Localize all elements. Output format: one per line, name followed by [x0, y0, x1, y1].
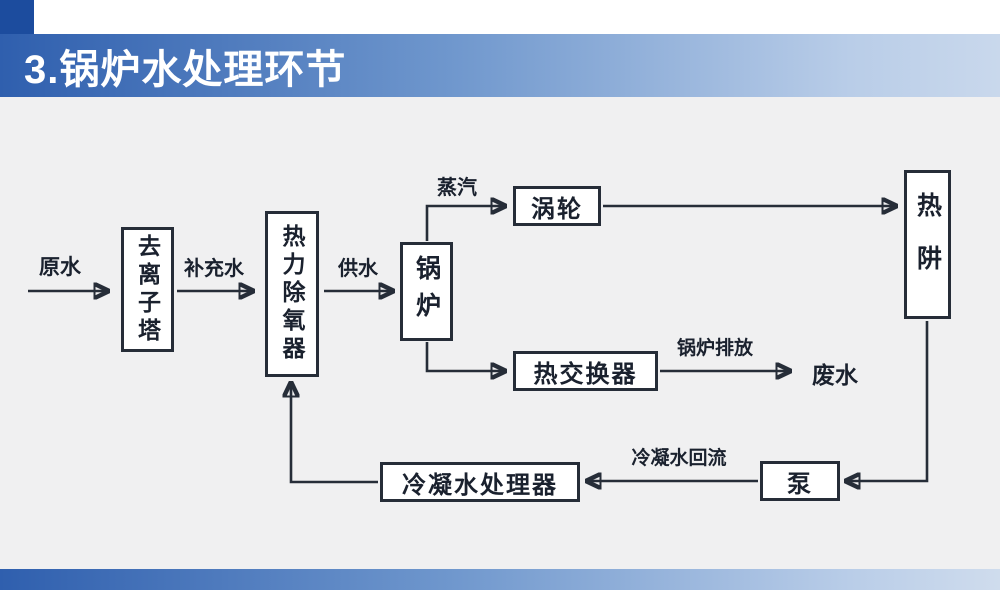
- flow-label-feed-water: 供水: [338, 258, 378, 280]
- node-heat-exchanger-label: 热交换器: [533, 360, 638, 388]
- page-title: 3.锅炉水处理环节: [24, 47, 347, 92]
- node-heat-sink: 热阱: [904, 170, 951, 319]
- node-pump-label: 泵: [787, 470, 813, 498]
- arrow-boiler-to-heat-exchanger: [425, 342, 503, 371]
- flow-label-makeup-water: 补充水: [184, 258, 244, 280]
- arrow-boiler-to-turbine-steam: [425, 206, 503, 241]
- slide-header: 3.锅炉水处理环节: [0, 34, 1000, 97]
- node-heat-sink-label: 热阱: [913, 191, 942, 298]
- arrow-condensate-polisher-to-deaerator: [291, 385, 378, 484]
- node-deionizer-tower: 去离子塔: [121, 227, 174, 352]
- diagram-canvas: 去离子塔 热力除氧器 锅炉 涡轮 热阱 热交换器 泵 冷凝水处理器: [0, 97, 1000, 569]
- node-heat-exchanger: 热交换器: [513, 351, 658, 391]
- footer-bar: [0, 569, 1000, 590]
- node-turbine-label: 涡轮: [531, 195, 583, 223]
- node-condensate-polisher: 冷凝水处理器: [380, 462, 580, 502]
- node-pump: 泵: [760, 461, 840, 501]
- corner-accent-square: [0, 0, 34, 34]
- flow-label-boiler-blowdown: 锅炉排放: [676, 338, 753, 359]
- node-boiler: 锅炉: [400, 242, 453, 341]
- flow-label-condensate-return: 冷凝水回流: [631, 448, 727, 469]
- flow-label-waste-water: 废水: [812, 362, 858, 388]
- flow-label-steam: 蒸汽: [437, 177, 477, 199]
- flow-label-raw-water: 原水: [39, 256, 81, 279]
- node-thermal-deaerator: 热力除氧器: [265, 211, 319, 377]
- arrow-heat-sink-to-pump: [848, 321, 929, 481]
- node-thermal-deaerator-label: 热力除氧器: [279, 224, 305, 364]
- node-deionizer-tower-label: 去离子塔: [134, 233, 161, 346]
- node-condensate-polisher-label: 冷凝水处理器: [402, 471, 558, 499]
- node-boiler-label: 锅炉: [412, 254, 441, 329]
- node-turbine: 涡轮: [513, 186, 601, 226]
